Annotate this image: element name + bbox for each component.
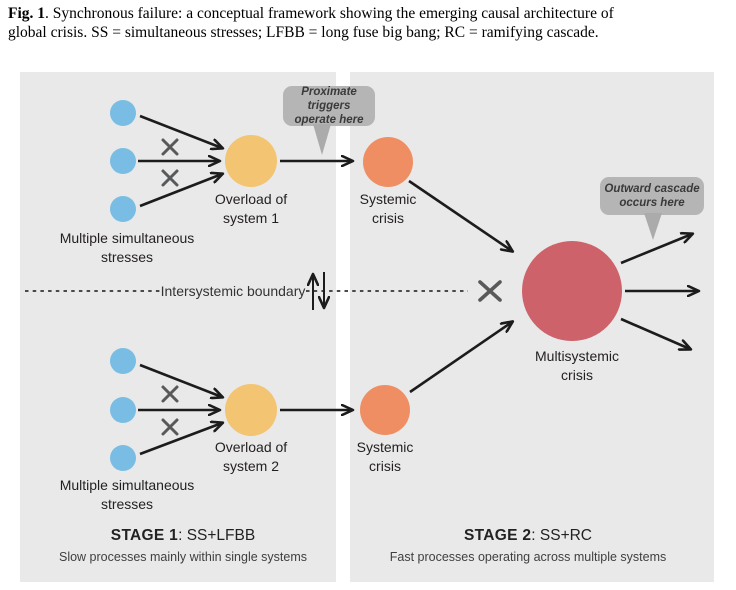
figure-caption-line1: . Synchronous failure: a conceptual fram…	[45, 5, 614, 22]
outward-cascade-arrows	[620, 234, 698, 349]
stress-node	[110, 196, 136, 222]
stress-node	[110, 348, 136, 374]
overload-system2-node	[225, 384, 277, 436]
stress-arrows-system2	[138, 363, 352, 456]
cascade-arrows	[408, 179, 512, 394]
figure-caption-line2: global crisis. SS = simultaneous stresse…	[8, 23, 599, 41]
stage1-subtitle: Slow processes mainly within single syst…	[58, 550, 308, 564]
overload2-label: Overload of system 2	[214, 439, 288, 474]
stress-node	[110, 445, 136, 471]
stage1-title-rest: : SS+LFBB	[178, 527, 256, 544]
stage2-subtitle: Fast processes operating across multiple…	[389, 550, 667, 564]
multisystemic-crisis-node	[522, 241, 622, 341]
outward-cascade-callout: Outward cascade occurs here	[600, 177, 704, 240]
systemic-crisis1-node	[363, 137, 413, 187]
systemic1-label: Systemic crisis	[359, 191, 417, 226]
multisystemic-label: Multisystemic crisis	[534, 348, 620, 383]
intersystemic-boundary-label: Intersystemic boundary	[160, 283, 306, 299]
stress-arrows-system1	[138, 114, 352, 208]
overload-system1-node	[225, 135, 277, 187]
stress-node	[110, 100, 136, 126]
proximate-triggers-callout: Proximate triggers operate here	[283, 86, 375, 155]
stage2-title-bold: STAGE 2	[463, 527, 532, 544]
figure-caption-label: Fig. 1	[8, 5, 46, 22]
callout-tail	[313, 124, 331, 155]
overload1-label: Overload of system 1	[214, 191, 288, 226]
stage1-panel	[20, 72, 336, 582]
figure-caption: Fig. 1. Synchronous failure: a conceptua…	[8, 5, 732, 42]
systemic2-label: Systemic crisis	[356, 439, 414, 474]
stress-node	[110, 397, 136, 423]
outward-cascade-text: Outward cascade occurs here	[604, 183, 700, 209]
callout-tail	[644, 213, 662, 240]
blocked-x-marks	[161, 138, 502, 436]
cross-boundary-arrows	[313, 272, 324, 310]
systemic-crisis2-node	[360, 385, 410, 435]
stresses2-label: Multiple simultaneous stresses	[59, 477, 195, 512]
stage1-title-bold: STAGE 1	[110, 527, 179, 544]
stresses1-label: Multiple simultaneous stresses	[59, 230, 195, 265]
stage1-title: STAGE 1: SS+LFBB	[111, 527, 255, 545]
stress-node	[110, 148, 136, 174]
stage2-title: STAGE 2: SS+RC	[464, 527, 592, 545]
proximate-triggers-text: Proximate triggers operate here	[294, 86, 364, 126]
stage2-title-rest: : SS+RC	[531, 527, 593, 544]
